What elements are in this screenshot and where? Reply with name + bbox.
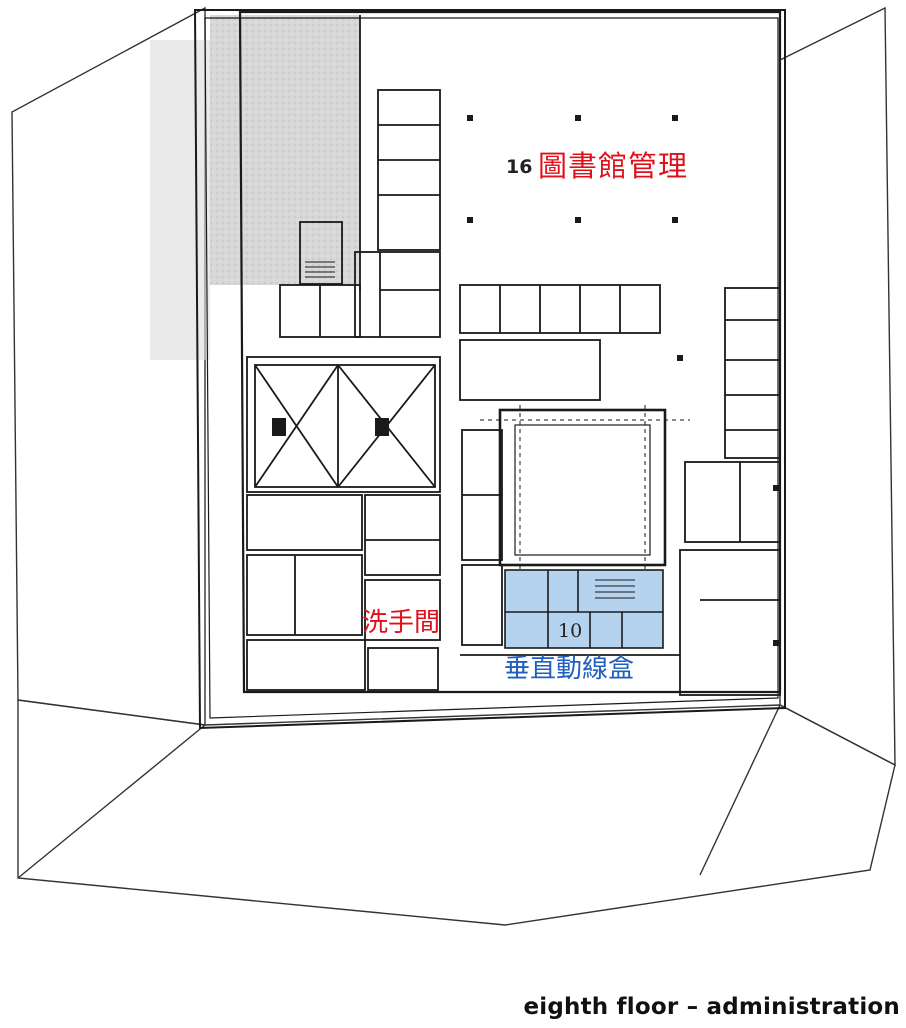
library-management-label: 圖書館管理 bbox=[538, 149, 689, 183]
central-grid bbox=[480, 405, 690, 570]
site-outline bbox=[11, 6, 896, 926]
column-markers bbox=[272, 115, 779, 646]
vertical-circulation-core-label: 垂直動線盒 bbox=[504, 654, 635, 684]
vertical-core-highlight bbox=[505, 570, 663, 648]
shaded-area bbox=[210, 15, 360, 285]
shaded-area-outer bbox=[150, 40, 210, 360]
room-number-10: 10 bbox=[558, 620, 583, 642]
room-number-16: 16 bbox=[506, 156, 533, 178]
restroom-label: 洗手間 bbox=[362, 608, 441, 638]
vertical-core-walls bbox=[504, 569, 664, 649]
interior-walls bbox=[246, 15, 781, 696]
floor-caption: eighth floor – administration bbox=[523, 994, 900, 1020]
